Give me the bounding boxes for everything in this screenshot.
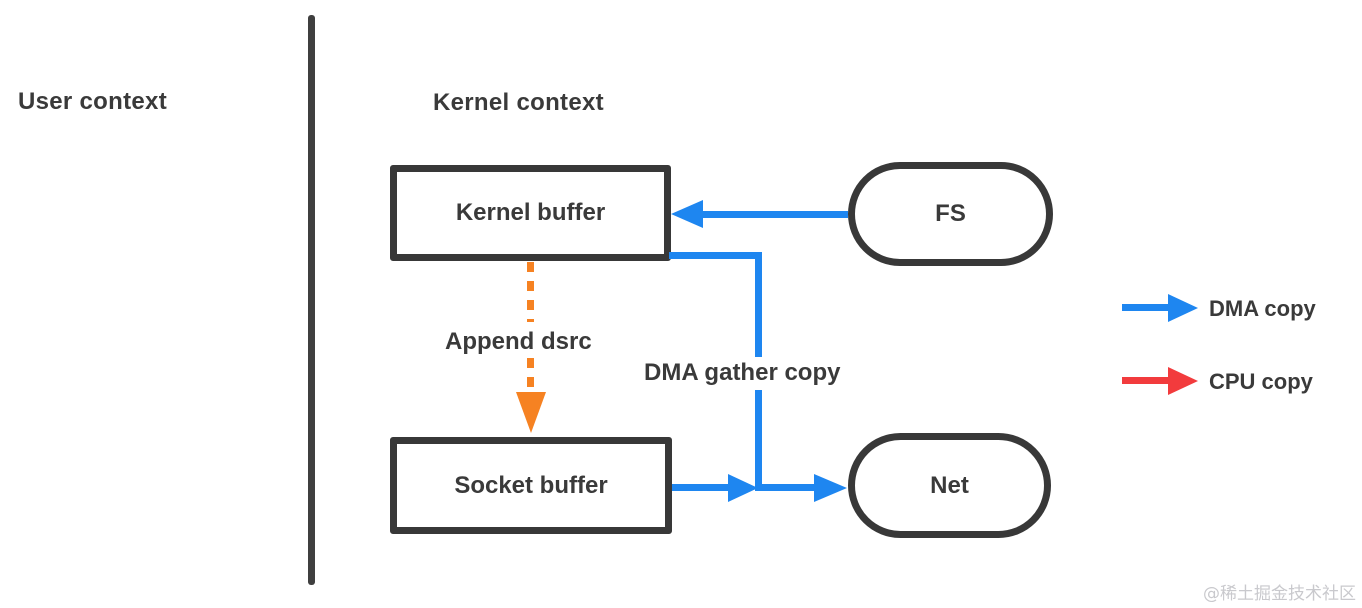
- dma-arrow-net-arrowhead-icon: [814, 474, 847, 502]
- kernel-buffer-label: Kernel buffer: [455, 199, 606, 226]
- append-dsrc-dashed-segment-bottom: [527, 358, 534, 392]
- legend-cpu-arrowhead-icon: [1168, 367, 1198, 395]
- append-dsrc-arrowhead-icon: [516, 392, 546, 433]
- socket-buffer-label: Socket buffer: [454, 471, 608, 499]
- socket-buffer-node: Socket buffer: [390, 437, 672, 534]
- dma-gather-vertical-segment-bottom: [755, 390, 762, 491]
- legend-dma-copy-label: DMA copy: [1209, 296, 1316, 321]
- append-dsrc-dashed-segment-top: [527, 262, 534, 322]
- watermark: @稀土掘金技术社区: [1203, 584, 1356, 604]
- legend-dma-arrow-line: [1122, 304, 1170, 311]
- legend-dma-arrowhead-icon: [1168, 294, 1198, 322]
- legend-cpu-arrow-line: [1122, 377, 1170, 384]
- legend-cpu-copy-label: CPU copy: [1209, 369, 1313, 394]
- kernel-buffer-node: Kernel buffer: [390, 165, 671, 261]
- fs-node: FS: [848, 162, 1053, 266]
- append-dsrc-label: Append dsrc: [445, 328, 592, 355]
- dma-gather-copy-label: DMA gather copy: [644, 359, 841, 386]
- net-label: Net: [930, 471, 969, 499]
- fs-label: FS: [935, 200, 966, 227]
- dma-gather-horizontal-segment: [669, 252, 762, 259]
- kernel-context-label: Kernel context: [433, 89, 604, 116]
- net-node: Net: [848, 433, 1051, 538]
- dma-arrow-junction-arrowhead-icon: [728, 474, 758, 502]
- user-context-label: User context: [18, 88, 167, 115]
- dma-arrow-fs-to-kernel-line: [698, 211, 848, 218]
- dma-arrow-fs-to-kernel-arrowhead-icon: [671, 200, 703, 228]
- dma-gather-vertical-segment-top: [755, 252, 762, 357]
- dma-arrow-socket-line: [672, 484, 731, 491]
- context-divider: [308, 15, 315, 585]
- dma-arrow-to-net-line: [761, 484, 815, 491]
